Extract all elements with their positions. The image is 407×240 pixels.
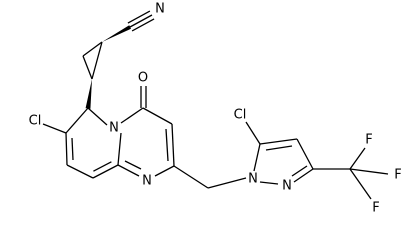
bond-c2-ch2 <box>173 165 209 189</box>
wedge-bond-cp3-c6 <box>85 79 92 109</box>
atom-cl-pyrazole: Cl <box>234 108 247 123</box>
bond-c3-c2 <box>171 123 175 167</box>
bond-c4-c3 <box>142 107 173 125</box>
bond-n1-c5-pyrazole <box>253 143 261 172</box>
bond-cp2-cp3 <box>82 55 93 80</box>
bond-c2-n1 <box>154 165 175 177</box>
atom-o-carbonyl: O <box>138 71 148 86</box>
atom-f-right: F <box>394 168 401 183</box>
bond-c8-c7 <box>65 132 68 166</box>
atom-n-bridgehead: N <box>109 121 119 136</box>
bond-cn-triple-2 <box>127 10 151 24</box>
bond-c3-n2-pyrazole <box>293 168 314 183</box>
bond-c9a-c9 <box>92 164 119 179</box>
bond-c5-c4-pyrazole-double <box>265 145 293 151</box>
atom-n2-pyrazole: N <box>282 179 292 194</box>
atom-cl-pyrido: Cl <box>29 114 42 129</box>
bond-c5-c4-pyrazole <box>259 138 298 145</box>
bond-c8-c7-double <box>71 137 74 161</box>
bond-cf3-f-top <box>349 147 366 170</box>
bond-c3-c2-double <box>165 128 169 162</box>
bond-cf3-f-right <box>349 168 389 175</box>
bond-n2-n1-pyrazole <box>259 181 279 185</box>
pyridine-ring <box>65 107 122 179</box>
chloro-substituent-pyrazole: Cl <box>234 108 261 145</box>
bond-ch2-n1-pyrazole <box>207 177 247 189</box>
bond-cp1-cp2 <box>82 41 103 57</box>
cyclopropane-ring <box>82 41 103 80</box>
bond-cf3-f-bottom <box>349 168 372 200</box>
trifluoromethyl-group: F F F <box>313 133 402 216</box>
bond-c3-n2-pyrazole-double <box>291 165 308 177</box>
bond-cn-triple-1 <box>129 14 153 28</box>
bond-n-bridgehead-c4 <box>120 107 144 124</box>
atom-f-top: F <box>365 133 372 148</box>
bond-c9-c8 <box>66 164 94 179</box>
chemical-structure: N Cl N N O N <box>29 2 402 216</box>
bond-c9a-c9-double <box>93 161 112 172</box>
wedge-bond-cp1-cn <box>102 25 131 42</box>
methylene-linker <box>173 165 247 189</box>
pyrimidinone-ring: N <box>117 107 175 189</box>
atom-n-pyrimidine: N <box>142 174 152 189</box>
bond-c7-cl <box>42 123 67 134</box>
bond-n-bridgehead-c9a <box>117 132 122 166</box>
bond-c6-n-bridgehead <box>87 107 108 126</box>
bond-c7-c6 <box>65 107 89 134</box>
atom-n1-pyrazole: N <box>248 172 258 187</box>
chloro-substituent-pyrido: Cl <box>29 114 67 134</box>
bond-cn-triple-3 <box>131 18 155 32</box>
bond-n1-c9a-double <box>124 160 142 170</box>
carbonyl-group: O <box>138 71 148 108</box>
nitrile-group: N <box>102 2 165 42</box>
bond-c5-cl <box>245 121 261 145</box>
pyrazole-ring: N N <box>248 138 314 194</box>
atom-n-nitrile: N <box>155 2 165 17</box>
bond-cp3-cp1 <box>91 41 103 80</box>
bond-c4-c3-pyrazole <box>296 138 314 170</box>
bond-n1-c9a <box>117 164 140 177</box>
atom-f-bottom: F <box>372 201 379 216</box>
